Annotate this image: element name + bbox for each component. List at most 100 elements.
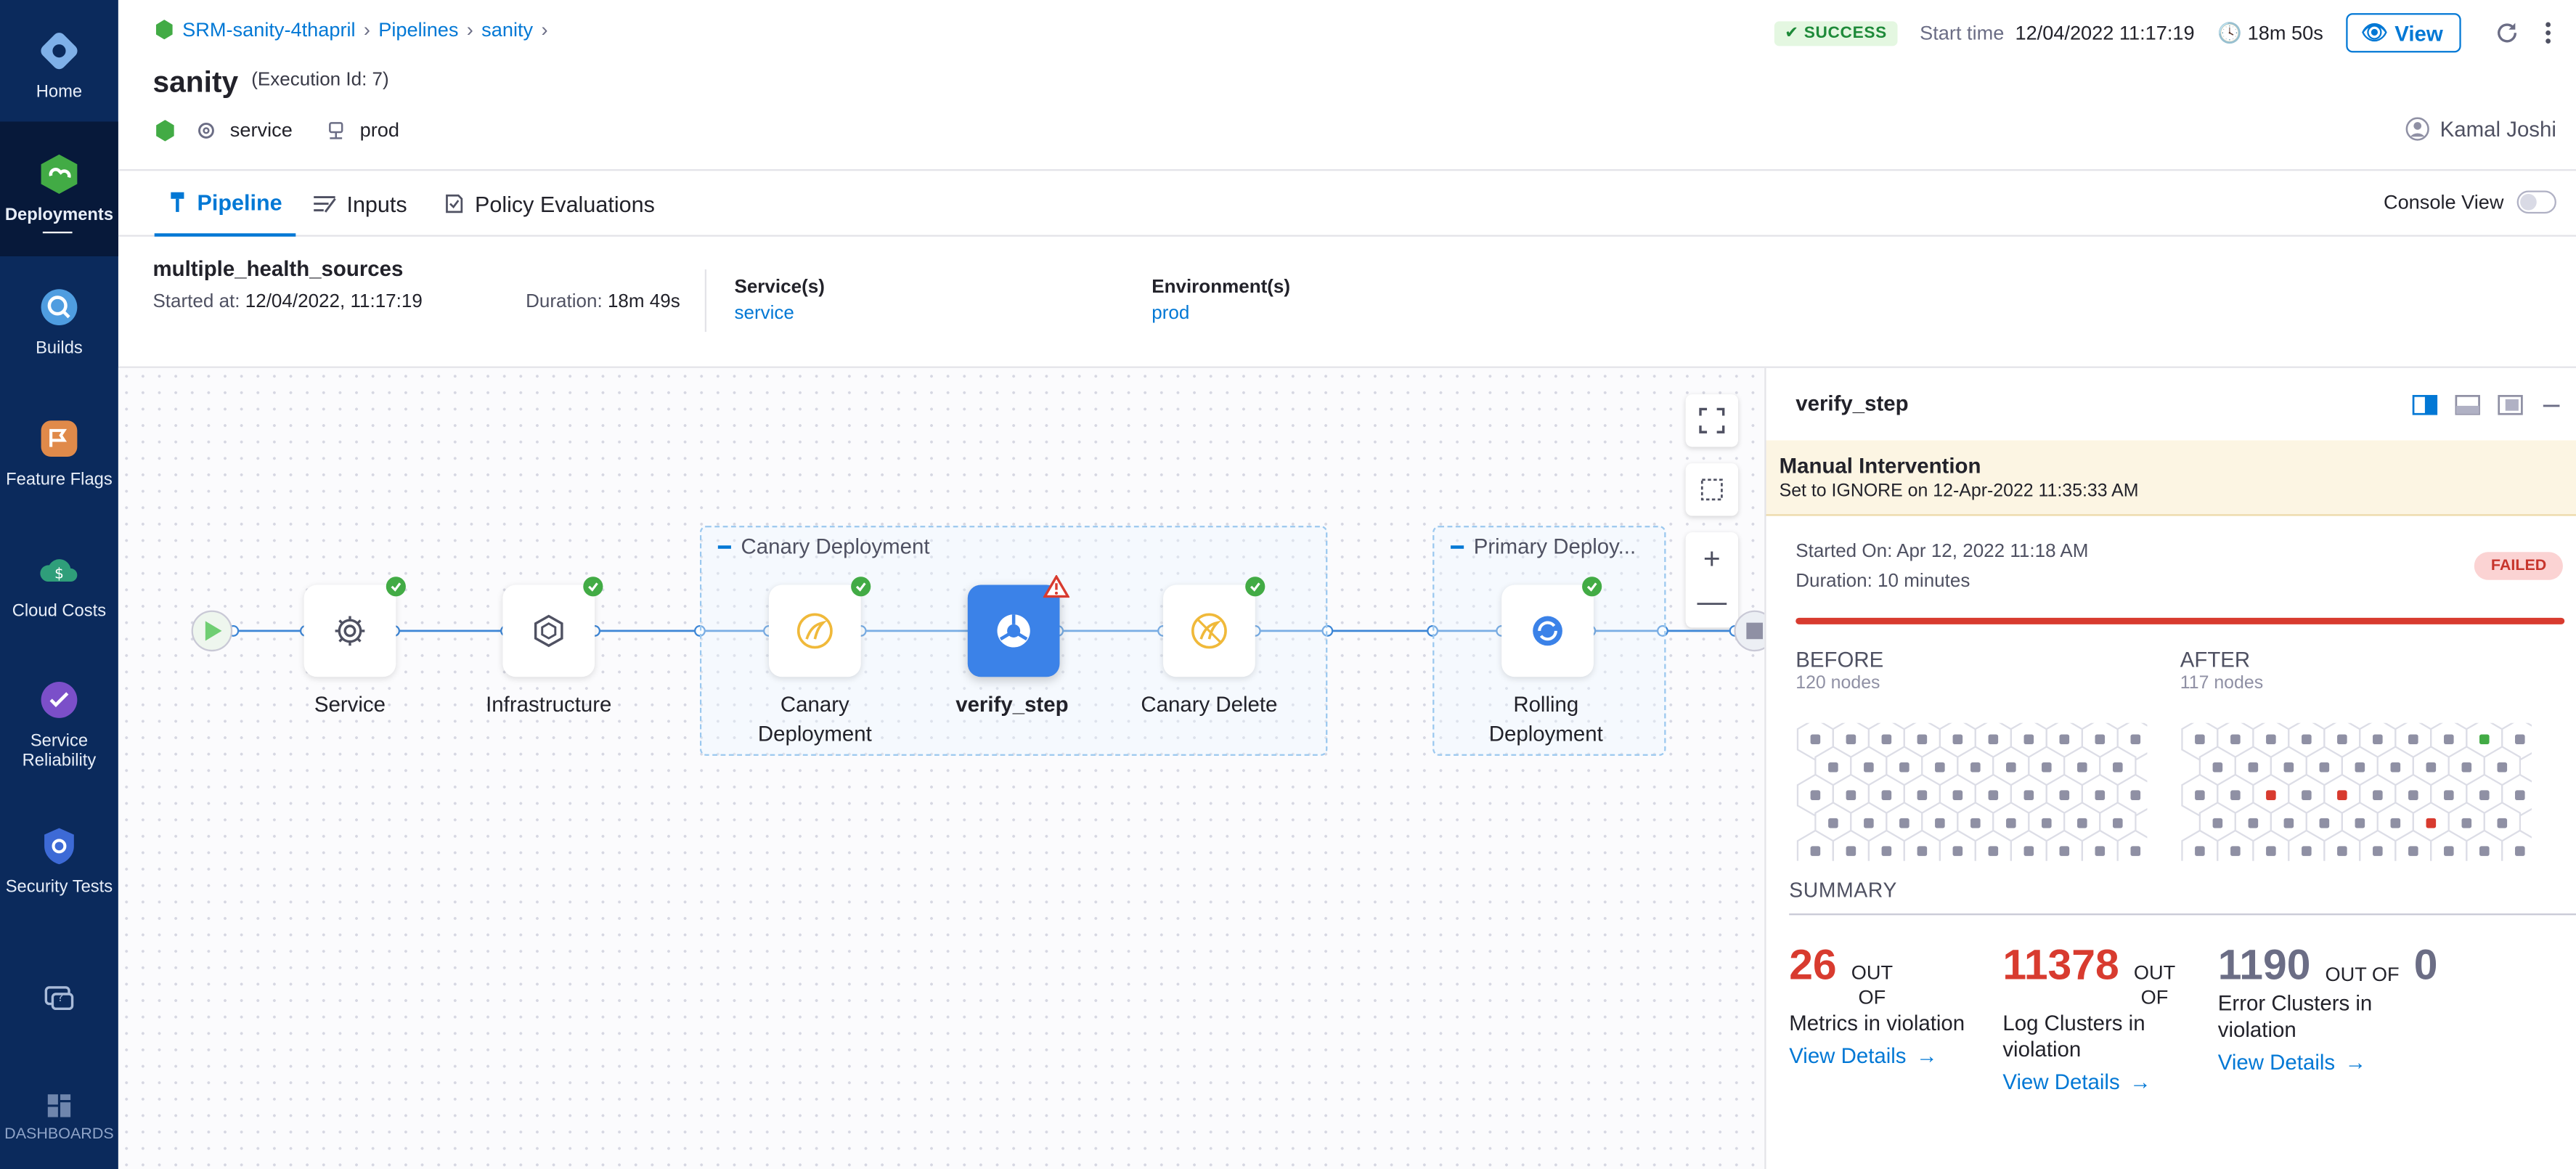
- hex-node-dot: [1952, 790, 1963, 800]
- hex-node-dot: [2130, 846, 2141, 856]
- nav-security-tests[interactable]: Security Tests: [0, 795, 118, 926]
- hex-node-dot: [1935, 818, 1945, 828]
- more-options-icon[interactable]: [2543, 20, 2553, 46]
- error-clusters-count: 1190: [2217, 940, 2311, 990]
- view-details-link[interactable]: View Details→: [2002, 1070, 2151, 1094]
- after-node-map[interactable]: [2180, 722, 2532, 861]
- cloud-costs-icon: $: [40, 559, 78, 582]
- hex-node-dot: [2373, 790, 2383, 800]
- view-button[interactable]: 👁View: [2346, 13, 2461, 53]
- layout-float-icon[interactable]: [2497, 394, 2523, 415]
- hex-node-dot: [2337, 734, 2347, 745]
- fit-to-screen-button[interactable]: [1685, 394, 1739, 447]
- tab-policy-evaluations-label: Policy Evaluations: [474, 191, 655, 216]
- nav-home[interactable]: Home: [0, 0, 118, 131]
- hex-node-dot: [2337, 846, 2347, 856]
- toggle-switch[interactable]: [2516, 190, 2556, 214]
- user-name: Kamal Joshi: [2440, 116, 2556, 142]
- nav-builds[interactable]: Builds: [0, 256, 118, 388]
- layout-bottom-icon[interactable]: [2455, 394, 2481, 415]
- collapse-icon[interactable]: [717, 545, 731, 548]
- hex-node-dot: [2373, 846, 2383, 856]
- hex-node-dot: [2444, 846, 2454, 856]
- harness-logo-icon: [41, 33, 78, 70]
- tab-pipeline[interactable]: Pipeline: [154, 171, 295, 237]
- tab-policy-evaluations[interactable]: Policy Evaluations: [444, 171, 655, 237]
- success-check-icon: [583, 577, 603, 597]
- start-time: Start time 12/04/2022 11:17:19: [1920, 21, 2194, 44]
- gear-icon: [335, 616, 365, 646]
- tab-pipeline-label: Pipeline: [197, 190, 282, 215]
- manual-intervention-detail: Set to IGNORE on 12-Apr-2022 11:35:33 AM: [1779, 481, 2139, 502]
- hex-node: [2394, 829, 2432, 861]
- console-view-toggle[interactable]: Console View: [2384, 190, 2556, 214]
- breadcrumb-pipelines[interactable]: Pipelines: [378, 17, 459, 41]
- log-desc-line1: Log Clusters in: [2002, 1010, 2145, 1035]
- hex-node-dot: [1952, 846, 1963, 856]
- hex-node-dot: [2248, 762, 2259, 773]
- node-infrastructure-label: Infrastructure: [486, 691, 612, 717]
- hex-node-dot: [1810, 846, 1821, 856]
- builds-icon: [41, 289, 78, 325]
- node-canary-deployment[interactable]: [768, 584, 861, 677]
- svg-text:$: $: [54, 564, 64, 582]
- hex-node-dot: [2373, 734, 2383, 745]
- hex-node-dot: [2006, 762, 2016, 773]
- hex-node-dot: [2059, 846, 2070, 856]
- hex-node-dot: [2479, 734, 2490, 745]
- node-infrastructure[interactable]: [502, 584, 595, 677]
- hex-node-dot: [2461, 818, 2472, 828]
- rolling-icon: [1533, 616, 1562, 646]
- node-hex-grid: [1796, 722, 2148, 861]
- nav-deployments[interactable]: Deployments: [0, 121, 118, 256]
- nav-service-reliability[interactable]: Service Reliability: [0, 651, 118, 799]
- hex-node-dot: [1881, 790, 1892, 800]
- hex-node-dot: [2319, 818, 2330, 828]
- tab-inputs[interactable]: Inputs: [312, 171, 407, 237]
- breadcrumb-project[interactable]: SRM-sanity-4thapril: [182, 17, 356, 41]
- environments-value[interactable]: prod: [1152, 304, 1190, 324]
- out-of-line2: OF: [2140, 985, 2169, 1009]
- verify-icon: [997, 614, 1030, 648]
- hex-node: [2081, 829, 2119, 861]
- status-row: ✔ SUCCESS Start time 12/04/2022 11:17:19…: [1774, 13, 2553, 53]
- nav-feature-flags[interactable]: Feature Flags: [0, 388, 118, 519]
- node-rolling-deployment[interactable]: [1501, 584, 1594, 677]
- refresh-icon[interactable]: [2494, 20, 2520, 46]
- view-details-link[interactable]: View Details→: [2218, 1050, 2366, 1075]
- nav-dashboards[interactable]: DASHBOARDS: [0, 1064, 118, 1169]
- hex-node-dot: [2461, 762, 2472, 773]
- arrow-right-icon: →: [2344, 1049, 2367, 1075]
- pipeline-graph-canvas[interactable]: + —: [118, 367, 1765, 1169]
- minimize-icon[interactable]: [2540, 394, 2563, 415]
- out-of-line1: OUT: [1851, 961, 1894, 985]
- hex-node-dot: [2515, 734, 2525, 745]
- breadcrumb: SRM-sanity-4thapril › Pipelines › sanity…: [155, 18, 548, 41]
- hex-node-dot: [2497, 762, 2508, 773]
- node-verify-step[interactable]: [967, 584, 1060, 677]
- services-value[interactable]: service: [734, 304, 794, 324]
- hex-node: [2466, 829, 2503, 861]
- layout-right-icon[interactable]: [2412, 394, 2438, 415]
- stage-group-title: Primary Deploy...: [1451, 534, 1636, 558]
- nav-cloud-costs[interactable]: $ Cloud Costs: [0, 519, 118, 651]
- node-canary-delete[interactable]: [1163, 584, 1255, 677]
- hex-node-dot: [1899, 762, 1909, 773]
- hex-node: [2323, 829, 2361, 861]
- zoom-in-icon[interactable]: +: [1703, 542, 1721, 575]
- breadcrumb-pipeline[interactable]: sanity: [481, 17, 534, 41]
- failure-bar: [1796, 617, 2565, 624]
- svg-text:?: ?: [57, 990, 63, 1004]
- view-details-link[interactable]: View Details→: [1789, 1043, 1937, 1068]
- node-service[interactable]: [303, 584, 396, 677]
- select-area-button[interactable]: [1685, 463, 1739, 516]
- stage-info: multiple_health_sources Started at: 12/0…: [118, 237, 2576, 368]
- zoom-out-icon[interactable]: —: [1697, 584, 1727, 618]
- chevron-right-icon: ›: [363, 17, 370, 41]
- deployments-icon: [41, 154, 78, 194]
- collapse-icon[interactable]: [1451, 545, 1464, 548]
- nav-help[interactable]: ?: [0, 937, 118, 1062]
- before-node-map[interactable]: [1796, 722, 2148, 861]
